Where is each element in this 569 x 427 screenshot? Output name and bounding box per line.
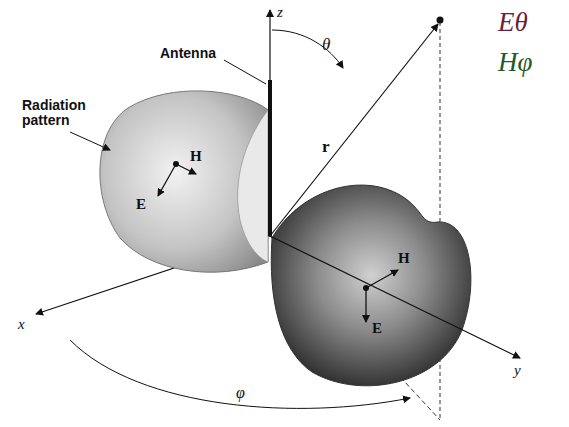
field-label: E [136, 196, 146, 213]
vector-label: r [322, 138, 330, 157]
field-component: Hφ [498, 48, 532, 78]
axis-label: z [277, 4, 283, 21]
field-label: H [398, 250, 410, 267]
axis-label: y [514, 362, 521, 379]
part-name: Radiation pattern [22, 98, 84, 129]
angle-label: φ [236, 384, 245, 402]
axis-label: x [18, 316, 25, 333]
field-label: H [190, 148, 202, 165]
angle-label: θ [322, 36, 330, 55]
field-component: Eθ [498, 8, 528, 38]
part-name: Antenna [160, 46, 216, 61]
field-label: E [372, 320, 382, 337]
